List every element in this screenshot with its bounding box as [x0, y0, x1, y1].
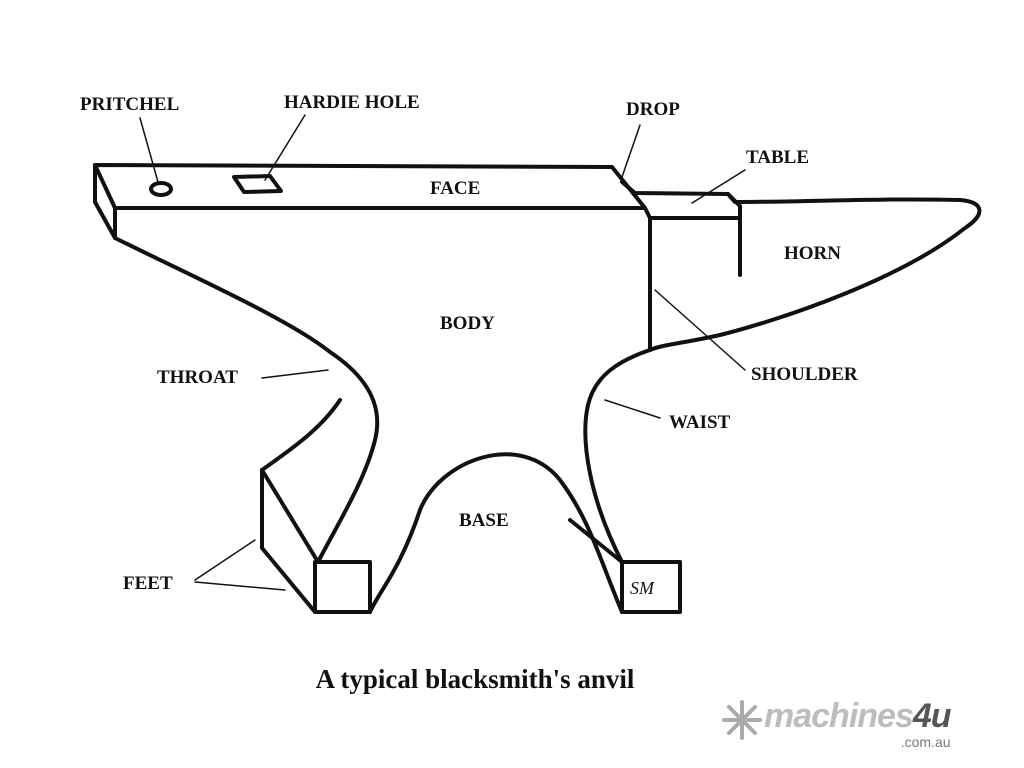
anvil-face — [93, 163, 647, 210]
hardie-hole — [232, 174, 283, 194]
anvil-right-foot — [568, 518, 682, 614]
label-feet: FEET — [123, 573, 173, 594]
label-table: TABLE — [746, 147, 810, 168]
foot-mark: SM — [630, 578, 654, 598]
logo-brand-number: 4u — [912, 697, 952, 735]
leader-lines — [139, 114, 746, 591]
machines4u-logo-icon — [722, 700, 762, 740]
label-throat: THROAT — [157, 367, 238, 388]
label-body: BODY — [440, 313, 495, 334]
diagram-caption: A typical blacksmith's anvil — [315, 664, 635, 694]
label-drop: DROP — [626, 99, 680, 120]
label-shoulder: SHOULDER — [751, 364, 858, 385]
logo-brand: machines — [764, 697, 914, 735]
watermark-logo: machines4u .com.au — [764, 697, 952, 750]
label-waist: WAIST — [669, 412, 731, 433]
logo-domain: .com.au — [900, 734, 951, 750]
anvil-horn — [648, 192, 982, 352]
logo-wordmark: machines4u — [764, 697, 952, 735]
anvil-waist — [583, 348, 652, 564]
label-base: BASE — [459, 510, 509, 531]
anvil-throat-step — [260, 398, 342, 472]
anvil-heel-end — [93, 163, 117, 240]
label-hardie-hole: HARDIE HOLE — [284, 92, 420, 113]
label-horn: HORN — [784, 243, 841, 264]
label-face: FACE — [430, 178, 481, 199]
label-pritchel: PRITCHEL — [80, 94, 180, 115]
anvil-body-left — [113, 236, 380, 564]
pritchel-hole — [149, 181, 173, 197]
